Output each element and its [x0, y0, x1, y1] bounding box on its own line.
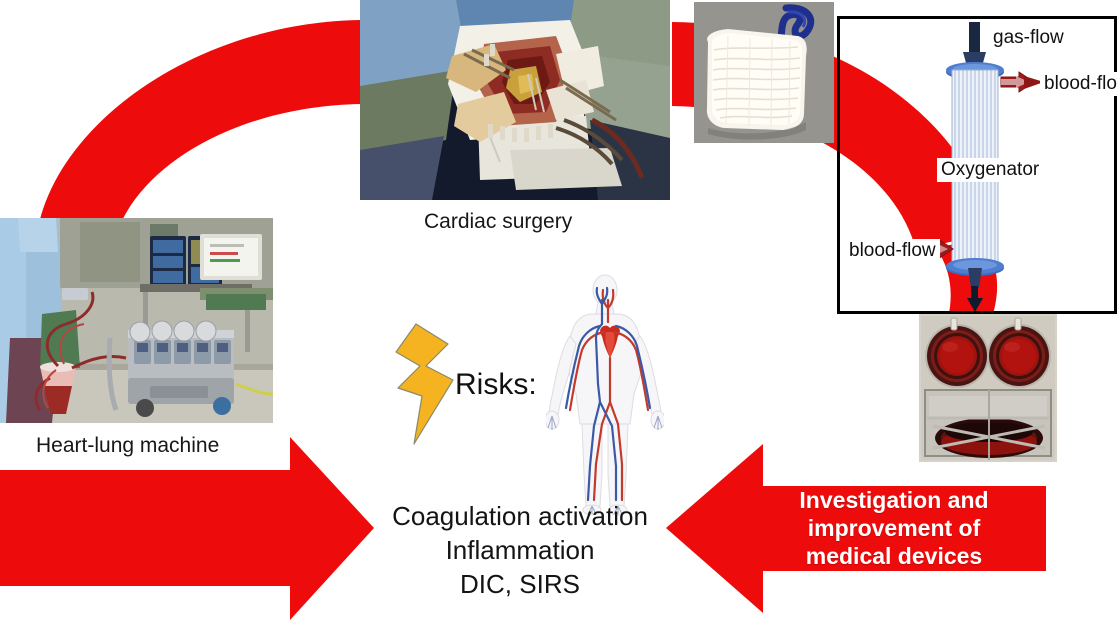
photo-test-device: [919, 314, 1057, 462]
lightning-bolt-icon: [395, 323, 454, 445]
photo-gauze-swab: [694, 2, 834, 143]
arrow-to-outcomes: [0, 437, 374, 620]
caption-cardiac-surgery: Cardiac surgery: [424, 210, 573, 233]
human-circulatory-figure: [546, 274, 664, 516]
oxygenator-device-label: Oxygenator: [937, 158, 1044, 182]
arrow-text-line: Investigation and: [799, 487, 989, 513]
outcomes-text-block: Coagulation activation Inflammation DIC,…: [370, 500, 670, 601]
caption-heart-lung-machine: Heart-lung machine: [36, 434, 220, 457]
arrow-investigation: [666, 444, 1046, 613]
photo-heart-lung-machine: [0, 218, 273, 423]
investigation-arrow-text: Investigation and improvement of medical…: [776, 486, 1012, 570]
arrow-text-line: medical devices: [805, 543, 983, 570]
outcome-line: Inflammation: [445, 534, 595, 565]
outcome-line: Coagulation activation: [392, 501, 648, 531]
oxygenator-blood-flow-in-label: blood-flow: [845, 239, 940, 263]
risks-label: Risks:: [455, 368, 537, 401]
oxygenator-gas-flow-label: gas-flow: [989, 26, 1068, 50]
oxygenator-panel: [837, 16, 1117, 314]
outcome-line: DIC, SIRS: [460, 568, 580, 599]
arrow-text-line: improvement of: [807, 515, 981, 542]
photo-cardiac-surgery: [360, 0, 670, 200]
oxygenator-blood-flow-out-label: blood-flow: [1040, 72, 1117, 96]
arc-arrow-left: [38, 20, 362, 246]
